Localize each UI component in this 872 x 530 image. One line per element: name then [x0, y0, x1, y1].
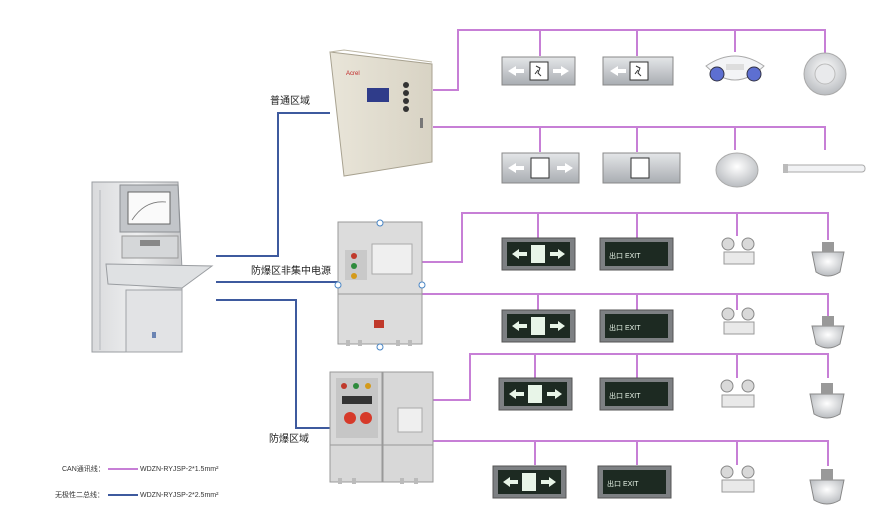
- cabinet-display: [367, 88, 389, 102]
- exit-sign-left-arrow: [602, 56, 674, 86]
- can-lines: [422, 29, 829, 466]
- legend-can-cable: WDZN-RYJSP-2*1.5mm²: [140, 466, 219, 473]
- zone-label-ex: 防爆区域: [269, 432, 309, 445]
- zone-label-normal: 普通区域: [270, 94, 310, 107]
- monitoring-host: [91, 181, 214, 353]
- ex-row-4: 出口 EXIT: [492, 465, 845, 505]
- ex-row-1: 出口 EXIT: [501, 237, 845, 277]
- ex-row-2: 出口 EXIT: [501, 307, 845, 349]
- zone-label-ex-non-central: 防爆区非集中电源: [251, 264, 331, 277]
- host-keyboard-shelf: [105, 263, 214, 289]
- bus-line-ex: [216, 299, 330, 429]
- legend-bus-cable: WDZN-RYJSP-2*2.5mm²: [140, 492, 219, 499]
- exit-sign-double-arrow: [501, 152, 580, 184]
- exit-sign-plain: [602, 152, 681, 184]
- twin-spot-emergency-light: [705, 55, 765, 82]
- exit-text: 出口 EXIT: [609, 391, 641, 400]
- bus-line-normal: [216, 112, 330, 257]
- exit-text: 出口 EXIT: [609, 251, 641, 260]
- exit-sign-double-arrow: [501, 56, 576, 86]
- tube-light: [783, 164, 866, 173]
- legend-can-label: CAN通讯线：: [62, 464, 105, 473]
- bus-lines: [216, 112, 340, 429]
- round-ceiling-light: [803, 52, 847, 96]
- exit-text: 出口 EXIT: [607, 479, 639, 488]
- ex-non-central-box: [334, 219, 426, 351]
- central-power-cabinet: Acrel: [329, 49, 433, 177]
- exit-text: 出口 EXIT: [609, 323, 641, 332]
- cabinet-brand: Acrel: [346, 71, 360, 77]
- ex-row-3: 出口 EXIT: [498, 377, 845, 419]
- legend: CAN通讯线： WDZN-RYJSP-2*1.5mm² 无极性二总线： WDZN…: [55, 464, 219, 499]
- host-screen: [127, 191, 171, 225]
- legend-bus-label: 无极性二总线：: [55, 490, 104, 499]
- round-ceiling-light-flat: [715, 152, 759, 188]
- ex-zone-box: [329, 371, 434, 484]
